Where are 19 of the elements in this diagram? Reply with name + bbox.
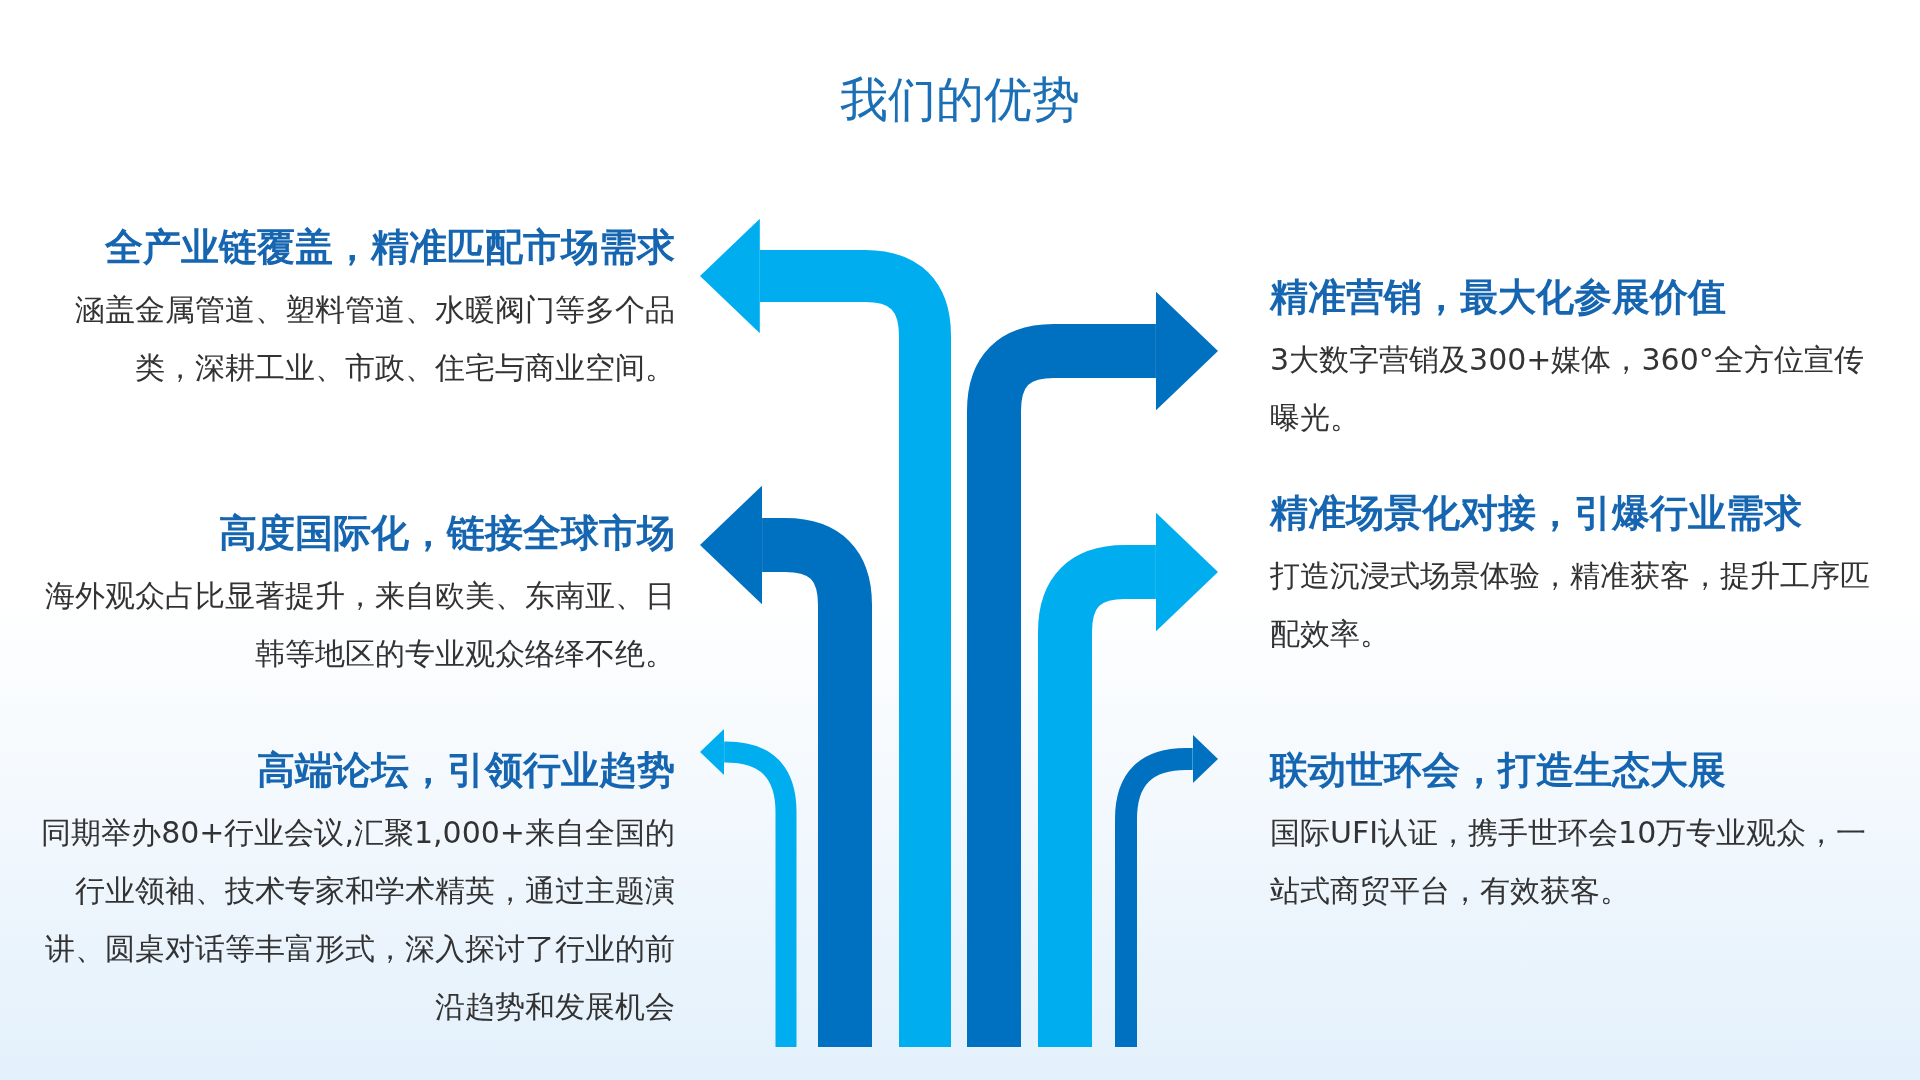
arrow bbox=[700, 728, 797, 1047]
heading: 高度国际化，链接全球市场 bbox=[219, 510, 675, 557]
heading: 联动世环会，打造生态大展 bbox=[1270, 747, 1726, 794]
description: 同期举办80+行业会议,汇聚1,000+来自全国的行业领袖、技术专家和学术精英，通过主题演讲、圆桌对话等丰富形式，深入探讨了行业的前沿趋势和发展机会 bbox=[40, 814, 675, 1026]
heading: 精准营销，最大化参展价值 bbox=[1270, 274, 1726, 321]
arrow bbox=[1115, 734, 1218, 1047]
description: 海外观众占比显著提升，来自欧美、东南亚、日韩等地区的专业观众络绎不绝。 bbox=[44, 577, 675, 673]
heading: 高端论坛，引领行业趋势 bbox=[257, 747, 675, 794]
description: 3大数字营销及300+媒体，360°全方位宣传曝光。 bbox=[1270, 341, 1865, 437]
description: 国际UFI认证，携手世环会10万专业观众，一站式商贸平台，有效获客。 bbox=[1270, 814, 1868, 910]
arrow bbox=[700, 485, 872, 1047]
arrow bbox=[700, 218, 951, 1047]
arrow bbox=[1038, 512, 1218, 1047]
title: 我们的优势 bbox=[839, 70, 1081, 129]
description: 打造沉浸式场景体验，精准获客，提升工序匹配效率。 bbox=[1270, 557, 1870, 653]
arrow bbox=[967, 291, 1218, 1047]
description: 涵盖金属管道、塑料管道、水暖阀门等多个品类，深耕工业、市政、住宅与商业空间。 bbox=[74, 291, 675, 387]
heading: 全产业链覆盖，精准匹配市场需求 bbox=[105, 224, 675, 271]
heading: 精准场景化对接，引爆行业需求 bbox=[1270, 490, 1802, 537]
